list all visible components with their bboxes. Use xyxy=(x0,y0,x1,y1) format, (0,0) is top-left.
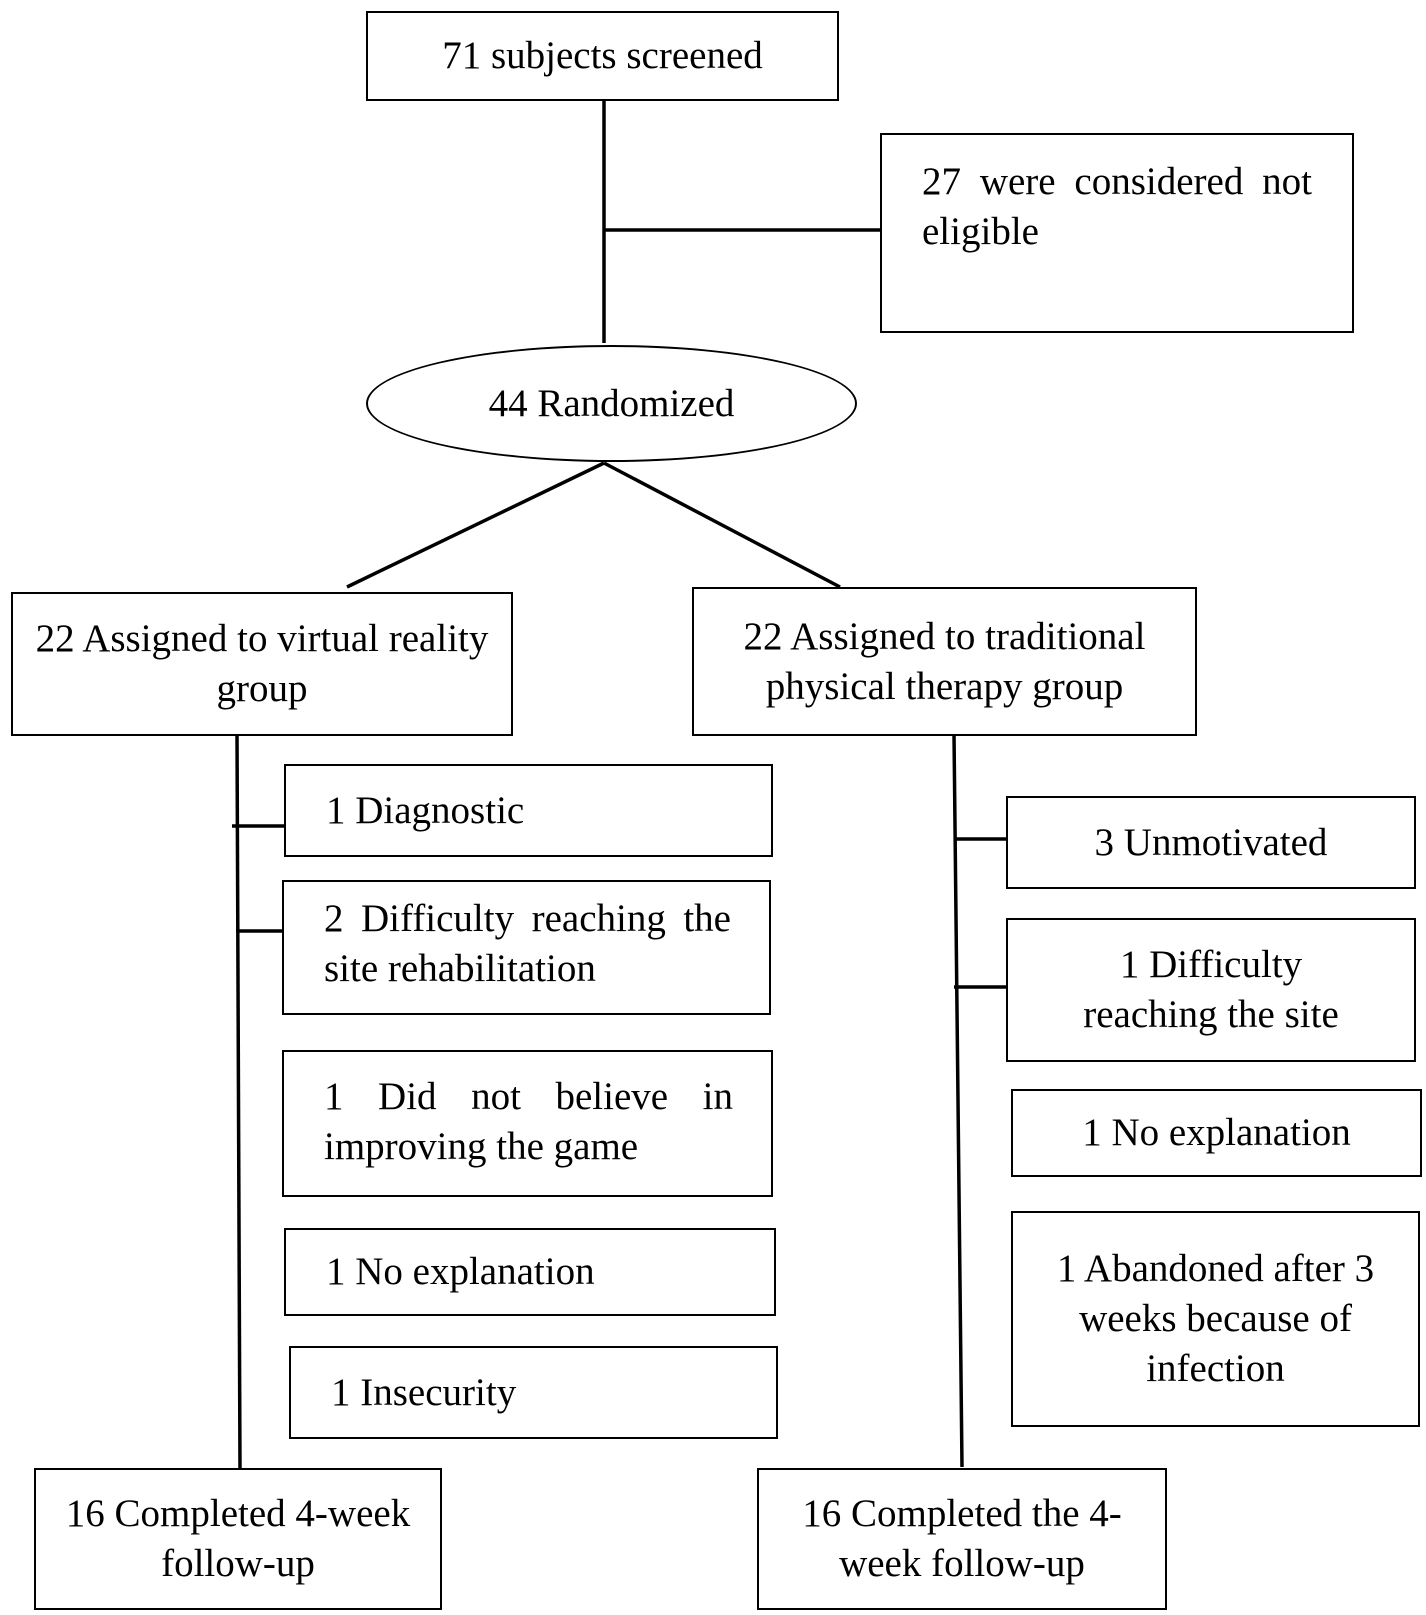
randomized-text: 44 Randomized xyxy=(488,382,735,425)
vr-dropout-box: 1 Did not believe in improving the game xyxy=(282,1050,773,1197)
vr-dropout-no-explanation: 1 No explanation xyxy=(326,1250,595,1293)
pt-dropout-box: 1 Difficulty reaching the site xyxy=(1006,918,1416,1062)
pt-dropout-unmotivated: 3 Unmotivated xyxy=(1094,820,1328,864)
pt-dropout-box: 1 No explanation xyxy=(1011,1089,1422,1177)
pt-dropout-no-explanation: 1 No explanation xyxy=(1082,1111,1351,1154)
vr-completed-text: 16 Completed 4-week follow-up xyxy=(65,1492,411,1585)
excluded-text: 27 were considered not eligible xyxy=(922,160,1312,253)
vr-dropout-diagnostic: 1 Diagnostic xyxy=(326,788,525,832)
vr-dropout-box: 1 Diagnostic xyxy=(284,764,773,857)
screened-text: 71 subjects screened xyxy=(442,34,763,77)
vr-dropout-difficulty: 2 Difficulty reaching the site rehabilit… xyxy=(324,897,731,990)
pt-dropout-difficulty: 1 Difficulty reaching the site xyxy=(1083,943,1339,1036)
vr-arm-line xyxy=(235,733,242,1471)
pt-dropout-box: 3 Unmotivated xyxy=(1006,796,1416,889)
pt-completed-box: 16 Completed the 4-week follow-up xyxy=(757,1468,1167,1610)
pt-arm-line xyxy=(952,733,964,1468)
vr-dropout-box: 1 Insecurity xyxy=(289,1346,778,1439)
pt-dropout-abandoned: 1 Abandoned after 3 weeks because of inf… xyxy=(1056,1247,1375,1390)
vr-assigned-box: 22 Assigned to virtual reality group xyxy=(11,592,513,736)
pt-assigned-box: 22 Assigned to traditional physical ther… xyxy=(692,587,1197,736)
pt-completed-text: 16 Completed the 4-week follow-up xyxy=(802,1492,1122,1585)
vr-dropout-box: 2 Difficulty reaching the site rehabilit… xyxy=(282,880,771,1015)
pt-dropout-box: 1 Abandoned after 3 weeks because of inf… xyxy=(1011,1211,1420,1427)
pt-assigned-text: 22 Assigned to traditional physical ther… xyxy=(743,614,1146,708)
vr-assigned-text: 22 Assigned to virtual reality group xyxy=(35,617,489,710)
excluded-box: 27 were considered not eligible xyxy=(880,133,1354,333)
vr-completed-box: 16 Completed 4-week follow-up xyxy=(34,1468,442,1610)
randomized-oval: 44 Randomized xyxy=(366,345,857,462)
randomized-to-pt-line xyxy=(603,461,841,589)
screened-box: 71 subjects screened xyxy=(366,11,839,101)
vr-dropout-box: 1 No explanation xyxy=(284,1228,776,1316)
randomized-to-vr-line xyxy=(346,461,605,589)
vr-dropout-insecurity: 1 Insecurity xyxy=(331,1370,517,1414)
vr-dropout-not-believe: 1 Did not believe in improving the game xyxy=(324,1075,733,1168)
